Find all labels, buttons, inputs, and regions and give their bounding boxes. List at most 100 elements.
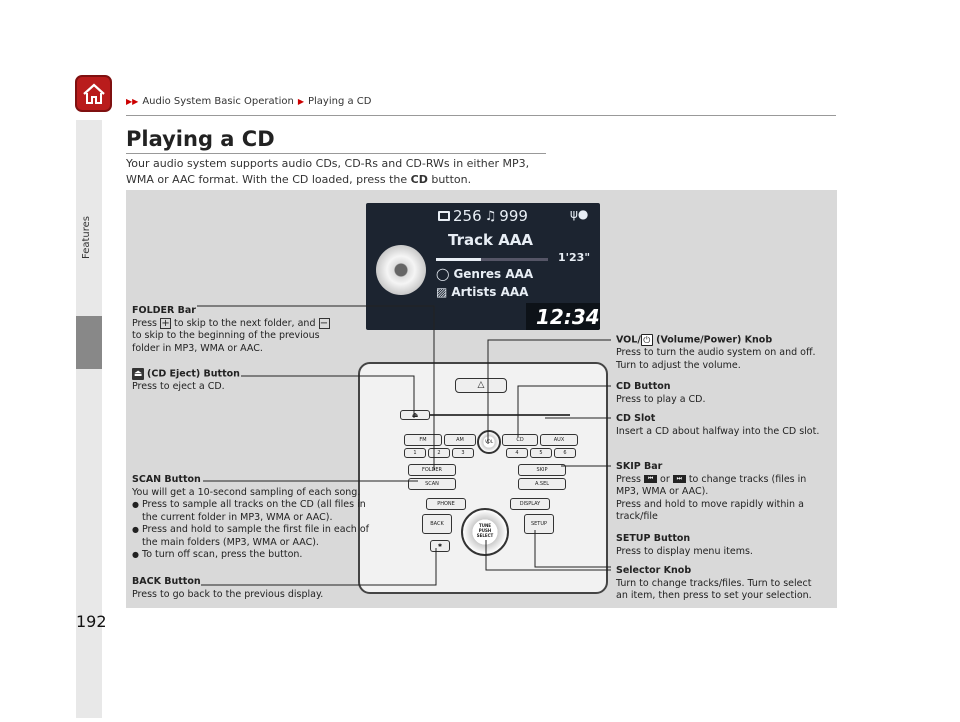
cd-disc-icon (376, 245, 426, 295)
home-icon (82, 83, 105, 104)
callout-title: BACK Button (132, 576, 201, 587)
callout-selector-knob: Selector Knob Turn to change tracks/file… (616, 565, 836, 603)
callout-text: Press (616, 473, 645, 485)
callout-cd-eject: ⏏ (CD Eject) Button Press to eject a CD. (132, 368, 332, 394)
callout-text: or (657, 473, 673, 485)
callout-text: Press to display menu items. (616, 545, 753, 557)
callout-text: Press and hold to move rapidly within a (616, 498, 804, 510)
audio-display-screen: 256 ♫ 999 ψ● Track AAA 1'23" ◯Genres AAA… (366, 203, 600, 330)
cd-slot[interactable] (430, 414, 570, 416)
callout-text: folder in MP3, WMA or AAC. (132, 342, 263, 354)
preset-1-button[interactable]: 1 (404, 448, 426, 458)
skip-forward-icon: ⏭ (672, 475, 686, 483)
preset-5-button[interactable]: 5 (530, 448, 552, 458)
folder-icon (438, 211, 450, 221)
artist-text: Artists AAA (451, 285, 529, 299)
scan-button[interactable]: SCAN (408, 478, 456, 490)
callout-cd-slot: CD Slot Insert a CD about halfway into t… (616, 413, 836, 438)
preset-2-button[interactable]: 2 (428, 448, 450, 458)
callout-title: SETUP Button (616, 533, 691, 544)
sidebar (76, 120, 102, 718)
callout-title: (Volume/Power) Knob (652, 334, 773, 346)
folder-bar[interactable]: FOLDER (408, 464, 456, 476)
breadcrumb-arrow-icon: ▶ (297, 97, 304, 106)
breadcrumb-arrow-icon: ▶▶ (126, 97, 139, 106)
page-title: Playing a CD (126, 127, 275, 151)
voice-button[interactable]: ✱ (430, 540, 450, 552)
callout-back: BACK Button Press to go back to the prev… (132, 576, 362, 601)
callout-text: MP3, WMA or AAC). (616, 486, 709, 497)
clock: 12:34 (536, 305, 600, 329)
power-icon: ⏻ (640, 334, 653, 346)
setup-button[interactable]: SETUP (524, 514, 554, 534)
cd-eject-button[interactable]: ⏏ (400, 410, 430, 420)
eject-icon: ⏏ (132, 368, 144, 380)
callout-text: Press to play a CD. (616, 393, 706, 405)
leader-vol (487, 339, 611, 444)
callout-vol-knob: VOL/⏻ (Volume/Power) Knob Press to turn … (616, 334, 836, 372)
elapsed-time: 1'23" (558, 251, 591, 264)
callout-text: Press to go back to the previous display… (132, 588, 324, 600)
bullet-item: Press and hold to sample the first file … (132, 524, 380, 549)
music-note-icon: ♫ (484, 208, 497, 224)
display-button[interactable]: DISPLAY (510, 498, 550, 510)
hazard-button[interactable]: △ (455, 378, 507, 393)
plus-icon: + (160, 317, 172, 329)
callout-title: (CD Eject) Button (147, 368, 240, 380)
callout-text: to skip to the next folder, and (171, 317, 319, 329)
home-button[interactable] (75, 75, 112, 112)
leader-selector (485, 540, 611, 571)
callout-title: CD Button (616, 381, 671, 392)
genre-row: ◯Genres AAA (436, 267, 533, 281)
fm-button[interactable]: FM (404, 434, 442, 446)
preset-3-button[interactable]: 3 (452, 448, 474, 458)
track-name: Track AAA (448, 231, 534, 249)
sidebar-section-marker (76, 316, 102, 369)
preset-4-button[interactable]: 4 (506, 448, 528, 458)
tune-label: TUNE (478, 523, 492, 528)
breadcrumb-item[interactable]: Audio System Basic Operation (142, 96, 294, 107)
leader-setup (534, 530, 611, 568)
asel-button[interactable]: A.SEL (518, 478, 566, 490)
vol-power-knob[interactable]: VOL (477, 430, 501, 454)
audio-console: △ ⏏ FM AM VOL CD AUX 1 2 3 4 5 6 FOLDER … (358, 362, 608, 594)
callout-scan: SCAN Button You will get a 10-second sam… (132, 474, 380, 562)
callout-text: to change tracks (files in (685, 473, 807, 485)
callout-setup: SETUP Button Press to display menu items… (616, 533, 836, 558)
callout-text: Insert a CD about halfway into the CD sl… (616, 425, 820, 437)
artist-row: ▨Artists AAA (436, 285, 528, 299)
callout-text: You will get a 10-second sampling of eac… (132, 486, 361, 498)
callout-text: Turn to adjust the volume. (616, 359, 741, 371)
am-button[interactable]: AM (444, 434, 476, 446)
callout-text: to skip to the beginning of the previous (132, 330, 320, 341)
callout-title: FOLDER Bar (132, 305, 196, 316)
skip-bar[interactable]: SKIP (518, 464, 566, 476)
callout-text: track/file (616, 511, 658, 522)
callout-title: SKIP Bar (616, 461, 663, 472)
breadcrumb-item[interactable]: Playing a CD (307, 96, 372, 107)
vol-knob-label: VOL (485, 439, 494, 444)
intro-cd-bold: CD (410, 173, 428, 186)
header-divider (126, 115, 836, 116)
track-count: 999 (499, 207, 528, 225)
artist-icon: ▨ (436, 285, 448, 299)
back-button[interactable]: BACK (422, 514, 452, 534)
screen-counters: 256 ♫ 999 (438, 207, 528, 225)
leader-eject (241, 375, 415, 418)
aux-button[interactable]: AUX (540, 434, 578, 446)
callout-title: SCAN Button (132, 474, 201, 485)
callout-title: VOL/ (616, 334, 641, 346)
push-label: PUSH (478, 528, 492, 533)
phone-button[interactable]: PHONE (426, 498, 466, 510)
select-label: SELECT (476, 533, 494, 538)
callout-text: Press to eject a CD. (132, 381, 225, 392)
preset-6-button[interactable]: 6 (554, 448, 576, 458)
cd-button[interactable]: CD (502, 434, 538, 446)
callout-cd-button: CD Button Press to play a CD. (616, 381, 836, 406)
folder-count: 256 (453, 207, 482, 225)
leader-folder (197, 305, 435, 470)
callout-text: Press to turn the audio system on and of… (616, 347, 816, 358)
intro-text: Your audio system supports audio CDs, CD… (126, 157, 530, 186)
